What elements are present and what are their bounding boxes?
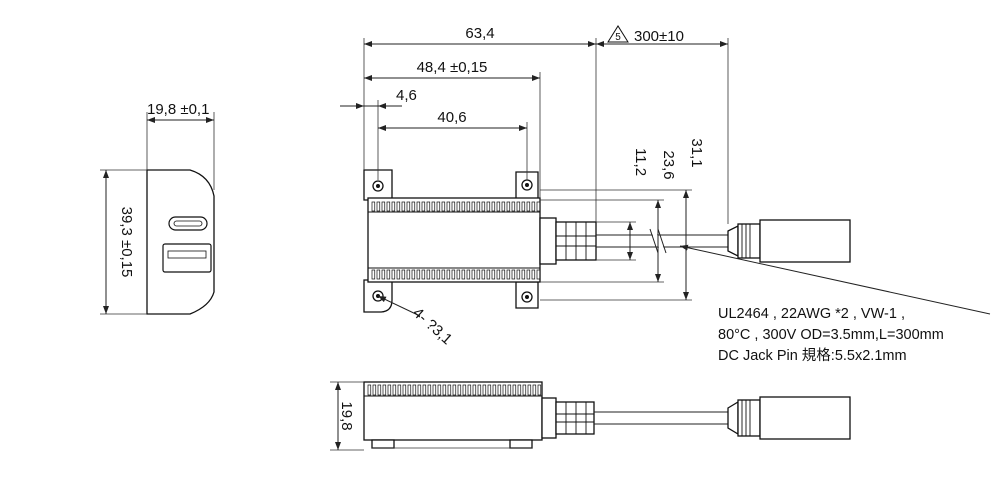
cable-spec-note: UL2464 , 22AWG *2 , VW-1 , 80°C , 300V O… bbox=[718, 306, 944, 364]
dim-body-length: 48,4 ±0,15 bbox=[417, 59, 488, 76]
cable-note-line-2: 80°C , 300V OD=3.5mm,L=300mm bbox=[718, 327, 944, 343]
dim-bottom-height: 19,8 bbox=[338, 401, 355, 430]
heatsink-fins-side bbox=[367, 384, 542, 396]
dim-cable-length: 300±10 bbox=[634, 28, 684, 45]
note-triangle-icon bbox=[607, 25, 629, 43]
heatsink-fins-bottom bbox=[371, 269, 541, 280]
top-view: 63,4 5 300±10 48,4 ±0,15 4,6 40,6 11,2 2… bbox=[340, 25, 991, 348]
side-view: 19,8 ±0,1 39,3 ±0,15 bbox=[100, 101, 215, 315]
heatsink-fins-top bbox=[371, 201, 541, 212]
dim-flange-offset: 4,6 bbox=[396, 87, 417, 104]
strain-relief bbox=[539, 217, 597, 265]
dim-11-2: 11,2 bbox=[632, 148, 649, 176]
dim-overall-length: 63,4 bbox=[465, 25, 494, 42]
bottom-strain-relief bbox=[541, 397, 595, 439]
dim-hole-spacing: 40,6 bbox=[437, 109, 466, 126]
bottom-view: 19,8 bbox=[330, 381, 851, 451]
cable-note-line-1: UL2464 , 22AWG *2 , VW-1 , bbox=[718, 306, 905, 322]
note-marker: 5 bbox=[615, 32, 621, 43]
usb-c-port bbox=[168, 216, 208, 231]
dim-side-height: 39,3 ±0,15 bbox=[118, 207, 135, 278]
bottom-dc-jack bbox=[727, 396, 851, 440]
dc-jack bbox=[727, 219, 851, 263]
cable-note-line-3: DC Jack Pin 規格:5.5x2.1mm bbox=[718, 347, 907, 364]
dim-side-depth: 19,8 ±0,1 bbox=[147, 101, 209, 118]
dim-31-1: 31,1 bbox=[688, 138, 705, 167]
dim-holes: 4- ?3,1 bbox=[409, 304, 455, 348]
dim-23-6: 23,6 bbox=[660, 150, 677, 179]
